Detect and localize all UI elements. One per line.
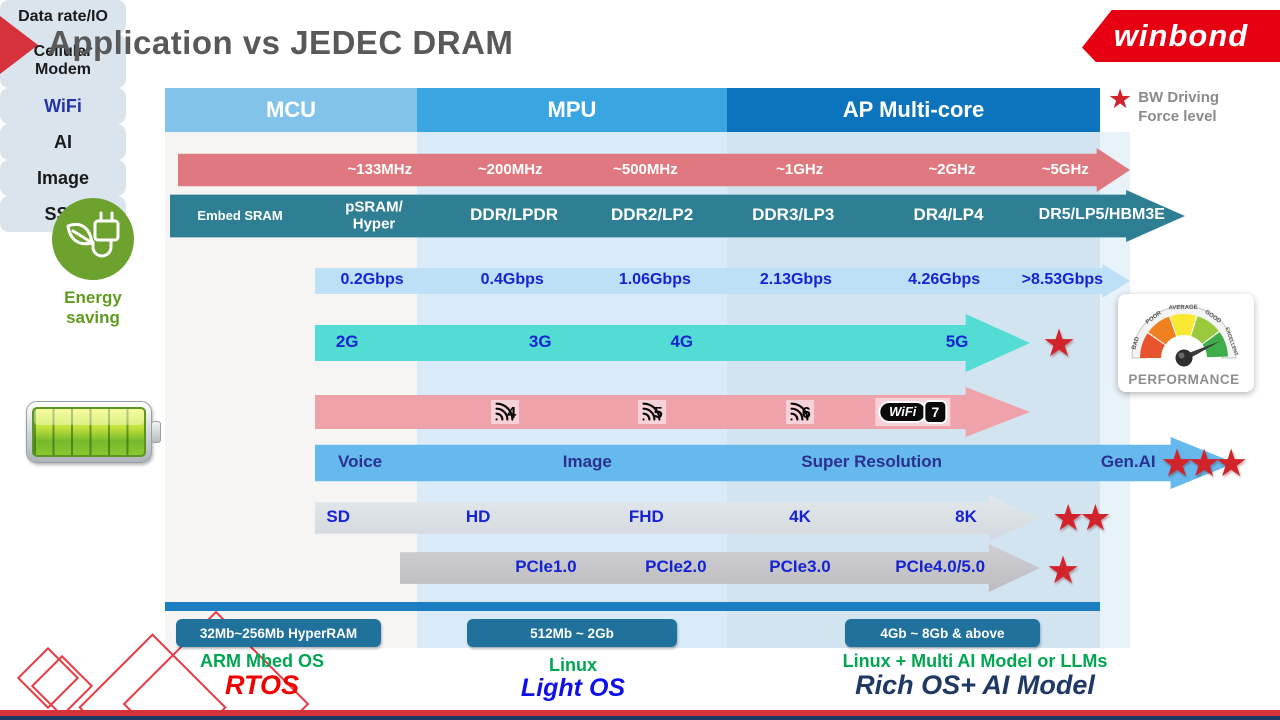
freq-label: ~200MHz xyxy=(477,160,543,178)
divider-bar xyxy=(165,602,1100,611)
memory-label: DDR3/LP3 xyxy=(752,205,835,225)
wifi4-icon: 4 xyxy=(491,400,520,424)
frequency-arrow: ~133MHz ~200MHz ~500MHz ~1GHz ~2GHz ~5GH… xyxy=(178,148,1130,192)
os-label-ap: Linux + Multi AI Model or LLMs xyxy=(842,651,1108,671)
value-label: 3G xyxy=(528,332,552,352)
row-label-cellular: Cellular Modem xyxy=(0,34,126,88)
freq-label: ~2GHz xyxy=(928,160,976,178)
value-label: 2.13Gbps xyxy=(759,271,832,289)
capacity-badge-mpu: 512Mb ~ 2Gb xyxy=(467,619,677,647)
gauge-caption: PERFORMANCE xyxy=(1128,372,1239,387)
footer-navy-bar xyxy=(0,716,1280,720)
value-label: FHD xyxy=(628,507,664,527)
value-label: Super Resolution xyxy=(801,452,942,472)
value-label: PCIe2.0 xyxy=(645,557,707,577)
os-label-mpu: Linux xyxy=(549,655,597,675)
row-label-data-rate: Data rate/IO xyxy=(0,0,126,34)
image-arrow: SD HD FHD 4K 8K xyxy=(315,495,1040,541)
wifi6-icon: 6 xyxy=(785,400,814,424)
cellular-arrow: 2G 3G 4G 5G xyxy=(315,314,1030,372)
freq-label: ~133MHz xyxy=(347,160,413,178)
capacity-badge-ap: 4Gb ~ 8Gb & above xyxy=(845,619,1040,647)
star-rating-image: ★★ xyxy=(1052,498,1112,539)
page-title: Application vs JEDEC DRAM xyxy=(48,24,514,61)
star-rating-ssd: ★ xyxy=(1046,548,1081,592)
row-label-image: Image xyxy=(0,160,126,196)
column-header-mpu: MPU xyxy=(417,88,727,132)
energy-saving-label: Energy saving xyxy=(64,288,122,327)
memory-label: DR5/LP5/HBM3E xyxy=(1038,206,1165,224)
ai-arrow: Voice Image Super Resolution Gen.AI xyxy=(315,437,1235,489)
os-label-ap-bottom: Rich OS+ AI Model xyxy=(855,670,1095,700)
row-label-ai: AI xyxy=(0,124,126,160)
value-label: PCIe3.0 xyxy=(769,557,831,577)
value-label: 0.2Gbps xyxy=(340,271,404,289)
energy-saving-icon xyxy=(50,196,136,287)
value-label: 8K xyxy=(955,507,977,527)
battery-icon xyxy=(26,401,161,463)
ssd-arrow: PCIe1.0 PCIe2.0 PCIe3.0 PCIe4.0/5.0 xyxy=(400,544,1040,592)
memory-arrow: Embed SRAM pSRAM/ Hyper DDR/LPDR DDR2/LP… xyxy=(170,190,1185,242)
wifi5-icon: 5 xyxy=(637,400,666,424)
value-label: 1.06Gbps xyxy=(618,271,691,289)
capacity-badge-mcu: 32Mb~256Mb HyperRAM xyxy=(176,619,381,647)
value-label: HD xyxy=(465,507,491,527)
data-rate-arrow: 0.2Gbps 0.4Gbps 1.06Gbps 2.13Gbps 4.26Gb… xyxy=(315,264,1130,298)
os-label-mcu: ARM Mbed OS xyxy=(200,651,324,671)
bw-driving-force-legend: ★ BW Driving Force level xyxy=(1108,84,1219,126)
performance-gauge: BAD POOR AVERAGE GOOD EXCELLENT PERFORMA… xyxy=(1118,294,1254,392)
star-rating-cellular: ★ xyxy=(1042,321,1077,365)
column-header-ap: AP Multi-core xyxy=(727,88,1100,132)
footer-red-bar xyxy=(0,710,1280,716)
column-header-mcu: MCU xyxy=(165,88,417,132)
bw-legend-label: BW Driving Force level xyxy=(1138,89,1220,125)
winbond-logo-text: winbond xyxy=(1113,18,1249,53)
memory-label: Embed SRAM xyxy=(197,207,283,223)
wifi-arrow: 4 5 6 WiFi 7 xyxy=(315,387,1030,437)
gauge-label: BAD xyxy=(1131,336,1141,351)
value-label: 4.26Gbps xyxy=(908,271,981,289)
value-label: Image xyxy=(562,452,612,472)
value-label: Voice xyxy=(338,452,383,472)
memory-label: pSRAM/ Hyper xyxy=(345,198,403,232)
value-label: PCIe4.0/5.0 xyxy=(895,557,986,577)
memory-label: DDR2/LP2 xyxy=(611,205,694,225)
value-label: 4G xyxy=(670,332,694,352)
value-label: SD xyxy=(326,507,350,527)
value-label: 0.4Gbps xyxy=(480,271,544,289)
row-label-wifi: WiFi xyxy=(0,88,126,124)
freq-label: ~5GHz xyxy=(1041,160,1089,178)
value-label: 5G xyxy=(945,332,969,352)
winbond-logo: winbond xyxy=(1082,10,1280,62)
value-label: PCIe1.0 xyxy=(515,557,577,577)
memory-label: DR4/LP4 xyxy=(913,205,984,225)
value-label: 2G xyxy=(335,332,359,352)
freq-label: ~500MHz xyxy=(613,160,678,178)
os-label-mcu-bottom: RTOS xyxy=(224,670,300,700)
value-label: >8.53Gbps xyxy=(1021,271,1104,289)
wifi7-logo: WiFi 7 xyxy=(875,398,951,426)
value-label: Gen.AI xyxy=(1100,452,1156,472)
freq-label: ~1GHz xyxy=(776,160,824,178)
os-label-mpu-bottom: Light OS xyxy=(520,674,626,702)
star-rating-ai: ★★★ xyxy=(1160,441,1248,485)
gauge-label: AVERAGE xyxy=(1168,305,1197,312)
memory-label: DDR/LPDR xyxy=(470,205,558,225)
star-icon: ★ xyxy=(1108,84,1133,114)
value-label: 4K xyxy=(789,507,811,527)
